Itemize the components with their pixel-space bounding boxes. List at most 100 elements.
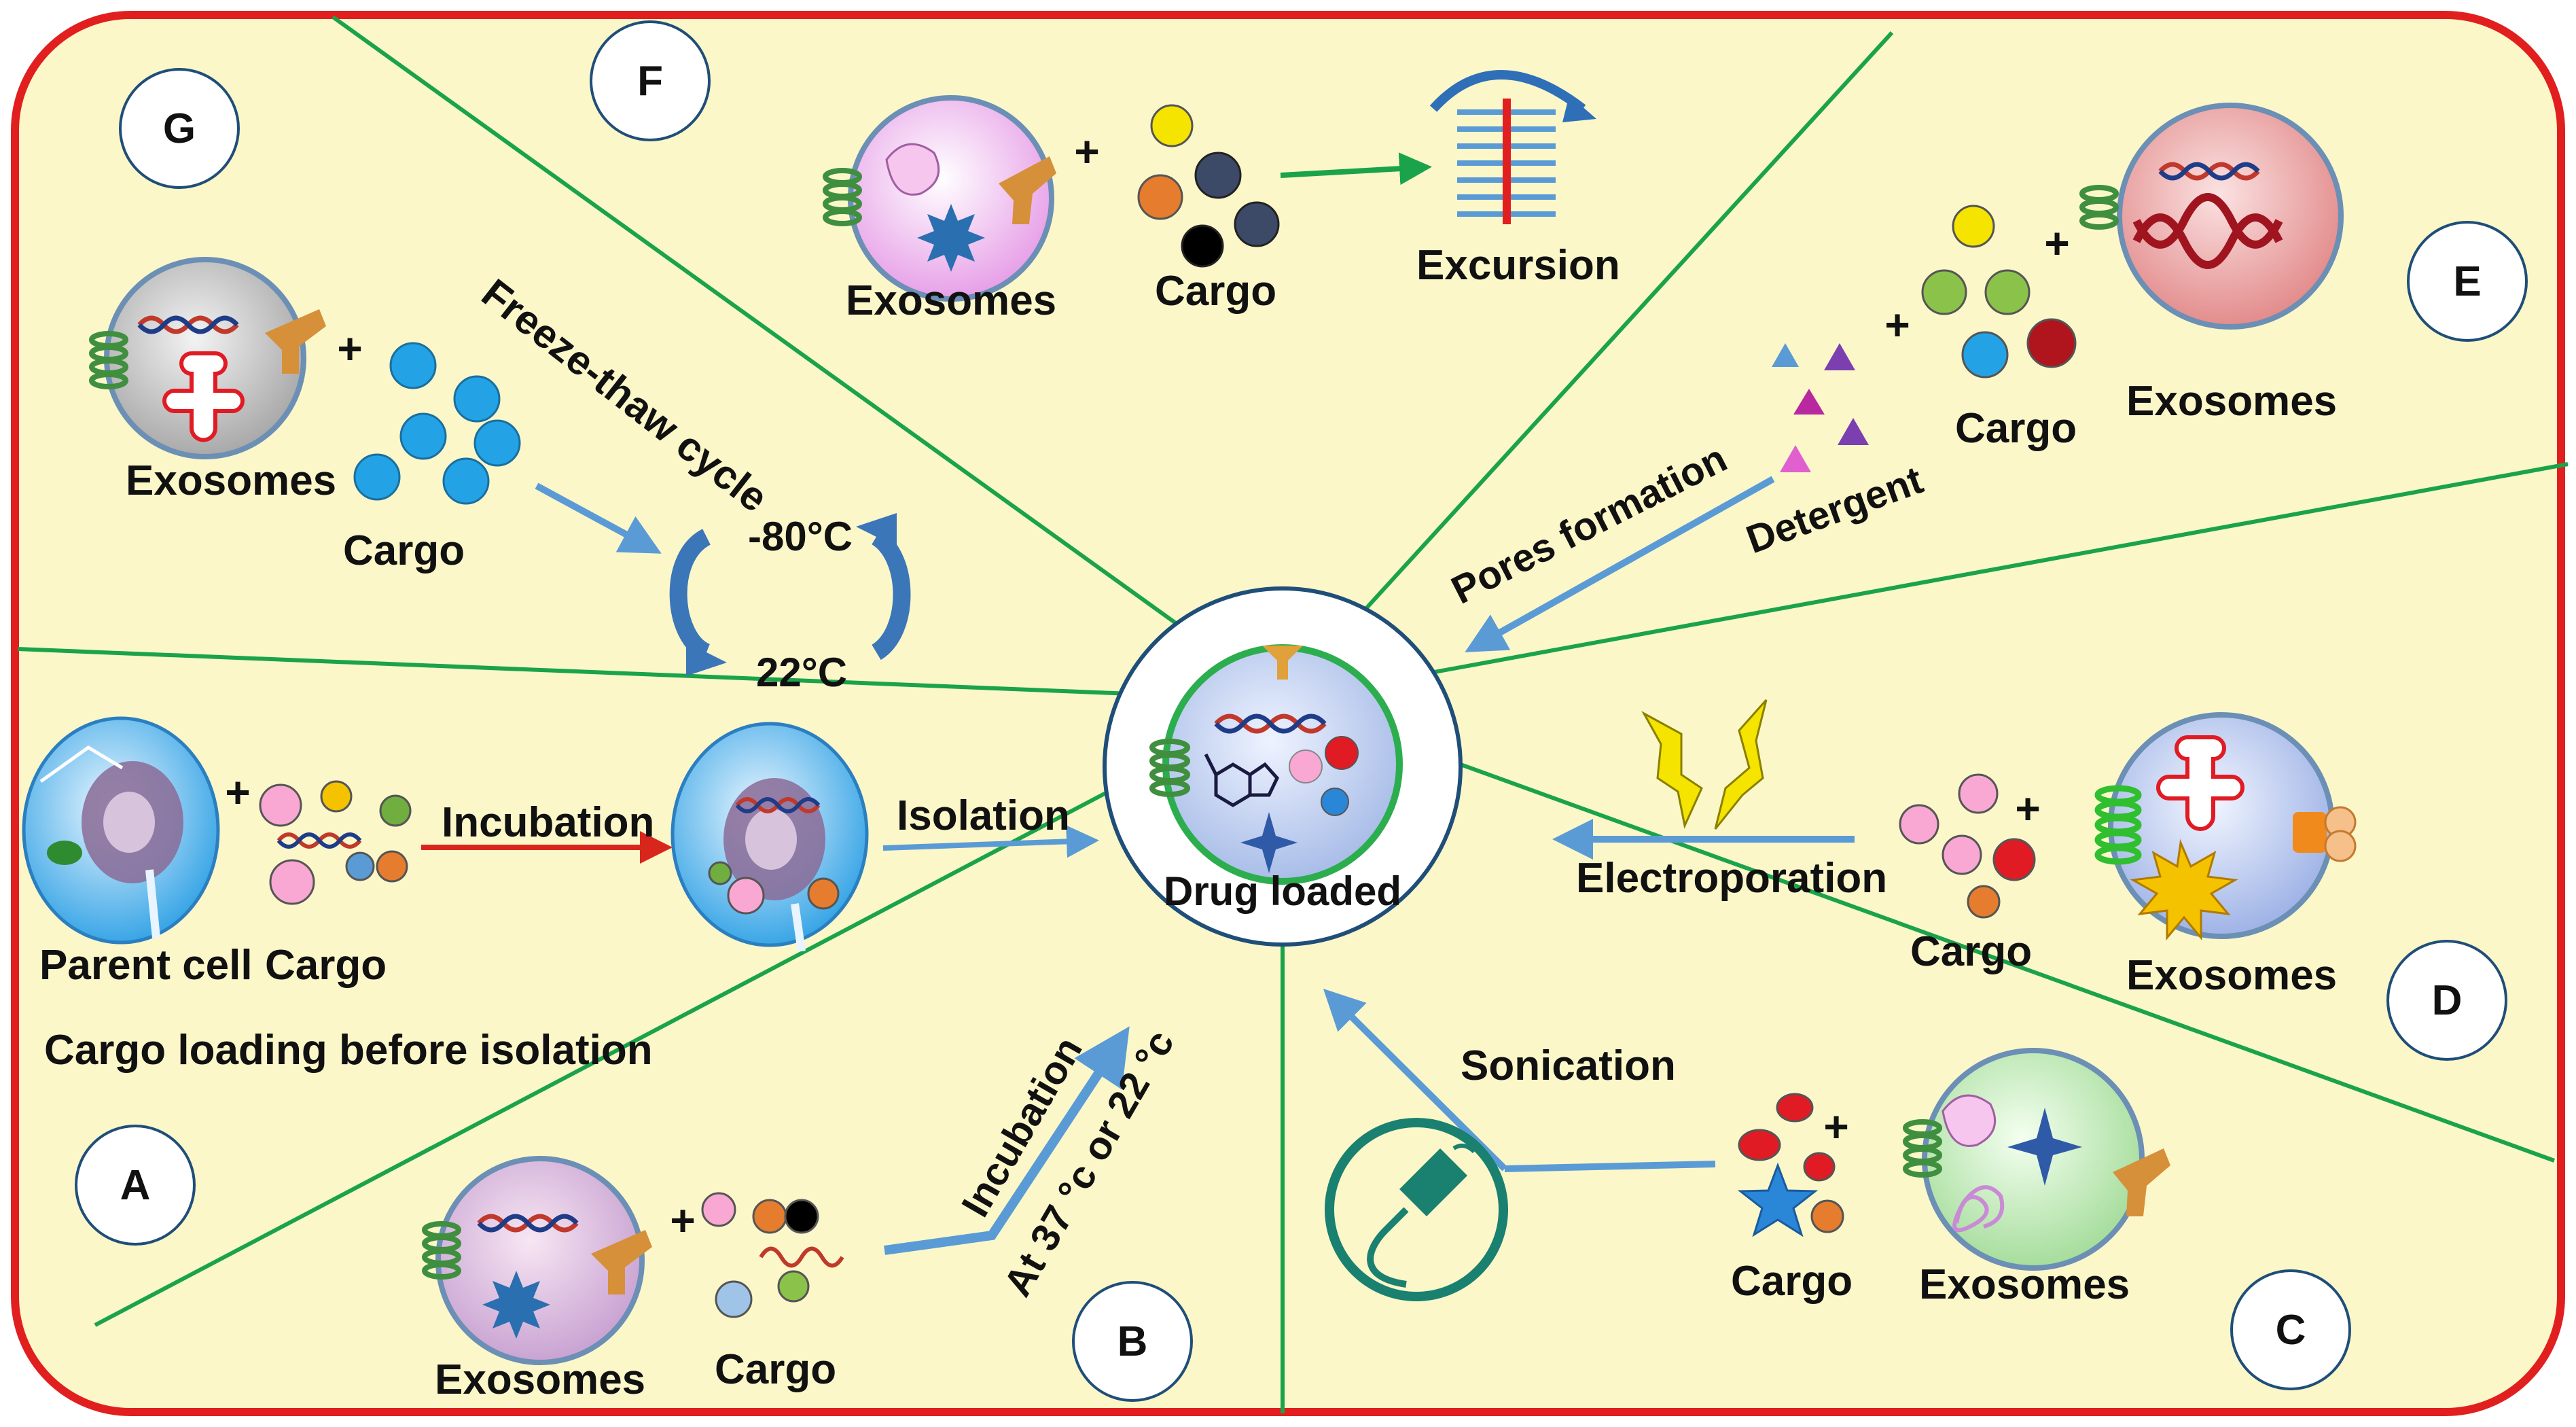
detergent-particle <box>1772 343 1799 367</box>
cargo-particle <box>1321 788 1349 816</box>
cargo-particle <box>1803 1152 1836 1182</box>
divider-line <box>332 15 1284 702</box>
section-badge-a: A <box>75 1125 196 1246</box>
membrane-protein-icon <box>422 1221 461 1280</box>
section-b-exosome <box>422 1156 652 1365</box>
cargo-particle <box>1325 736 1359 770</box>
loaded-parent-cell <box>670 722 869 952</box>
drug-molecule-icon <box>1204 753 1279 807</box>
plus-sign: + <box>1074 127 1099 176</box>
membrane-protein-icon <box>1149 739 1190 797</box>
cargo-particle <box>1961 331 2009 378</box>
divider-line <box>1281 31 1894 702</box>
cargo-particle <box>1992 838 2036 881</box>
cargo-particle <box>1921 269 1967 315</box>
cargo-particle <box>1137 174 1183 220</box>
cargo-particle <box>1958 773 1999 814</box>
section-badge-f: F <box>590 20 711 141</box>
section-dividers <box>17 15 2569 1413</box>
star-icon <box>1240 812 1298 873</box>
section-c-arrow <box>1504 1161 1716 1172</box>
section-g-cargo-label: Cargo <box>343 527 465 574</box>
parent-cell-label: Parent cell <box>39 942 253 989</box>
section-c-exosomes-label: Exosomes <box>1919 1261 2130 1308</box>
electroporation-label: Electroporation <box>1576 855 1888 902</box>
cargo-particle <box>777 1270 810 1303</box>
section-f-arrow <box>1280 152 1432 186</box>
section-f-cargo-label: Cargo <box>1155 268 1277 315</box>
cargo-particle <box>269 859 315 905</box>
cargo-particle <box>1810 1199 1844 1233</box>
cargo-particle <box>345 851 375 881</box>
cargo-particle <box>442 457 490 505</box>
section-g-exosomes-label: Exosomes <box>126 457 337 504</box>
section-c-exosome <box>1903 1048 2170 1271</box>
membrane-protein-icon <box>1903 1119 1942 1178</box>
plus-sign: + <box>2044 219 2069 268</box>
cross-protein-icon <box>2156 735 2244 831</box>
cargo-particle <box>320 780 353 813</box>
vesicle-icon <box>885 143 940 196</box>
cargo-particle <box>1738 1129 1781 1161</box>
receptor-icon <box>999 156 1056 224</box>
plus-sign: + <box>670 1196 695 1245</box>
section-d-cargo <box>1899 773 2036 919</box>
section-e-cargo-label: Cargo <box>1955 405 2077 452</box>
parent-cell <box>22 716 220 945</box>
protein-burst-icon <box>2130 839 2238 941</box>
cargo-particle <box>389 342 437 389</box>
cargo-particle <box>784 1199 819 1234</box>
cargo-particle <box>376 850 408 883</box>
cargo-particle <box>1899 804 1939 845</box>
cargo-particle <box>1181 224 1224 268</box>
cargo-particle <box>1150 104 1194 147</box>
section-g-exosome <box>89 257 326 459</box>
plus-sign: + <box>225 768 250 817</box>
cargo-particle <box>1194 152 1242 199</box>
section-badge-b: B <box>1072 1281 1193 1402</box>
detergent-particle <box>1793 389 1825 415</box>
section-b-arrow <box>884 1026 1130 1255</box>
section-g-arrow <box>535 482 662 554</box>
cargo-particle <box>715 1280 753 1318</box>
section-e-arrow <box>1465 476 1775 652</box>
rna-icon <box>2132 213 2283 269</box>
cargo-loading-caption: Cargo loading before isolation <box>44 1027 653 1074</box>
plus-sign: + <box>1884 300 1910 349</box>
warm-temperature-label: 22°C <box>756 650 847 695</box>
section-f-cargo <box>1137 104 1280 268</box>
drug-loaded-exosome <box>1103 586 1463 947</box>
section-b-cargo-label: Cargo <box>715 1346 837 1393</box>
cargo-particle <box>353 453 401 501</box>
channel-protein-icon <box>2293 806 2357 862</box>
section-badge-d: D <box>2386 940 2507 1061</box>
receptor-icon <box>2113 1148 2170 1216</box>
star-icon <box>2007 1108 2082 1186</box>
cargo-particle <box>1984 269 2031 315</box>
cargo-particle <box>2026 318 2077 368</box>
detergent-particle <box>1780 445 1811 472</box>
section-b-exosomes-label: Exosomes <box>435 1356 646 1403</box>
plus-sign: + <box>1823 1102 1848 1151</box>
lightning-icon <box>1641 699 1768 830</box>
cargo-particle <box>752 1199 787 1234</box>
isolation-label: Isolation <box>897 792 1070 839</box>
membrane-protein-icon <box>89 331 128 389</box>
section-badge-g: G <box>119 68 240 189</box>
cargo-particle <box>1942 834 1982 875</box>
sonicator-icon <box>1325 1118 1508 1301</box>
section-e-cargo <box>1921 205 2077 378</box>
membrane-protein-icon <box>823 168 862 226</box>
section-b-cargo <box>701 1192 844 1318</box>
freeze-thaw-cycle-icon <box>669 529 911 661</box>
cross-protein-icon <box>162 351 245 442</box>
cargo-particle <box>1967 885 2001 919</box>
cargo-particle <box>1289 750 1323 783</box>
receptor-icon <box>1262 646 1303 680</box>
divider-line <box>1282 462 2569 702</box>
cold-temperature-label: -80°C <box>748 514 853 559</box>
star-icon <box>1737 1162 1819 1237</box>
cargo-particle <box>259 783 302 827</box>
protein-burst-icon <box>482 1271 550 1339</box>
vesicle-icon <box>1942 1094 1997 1147</box>
